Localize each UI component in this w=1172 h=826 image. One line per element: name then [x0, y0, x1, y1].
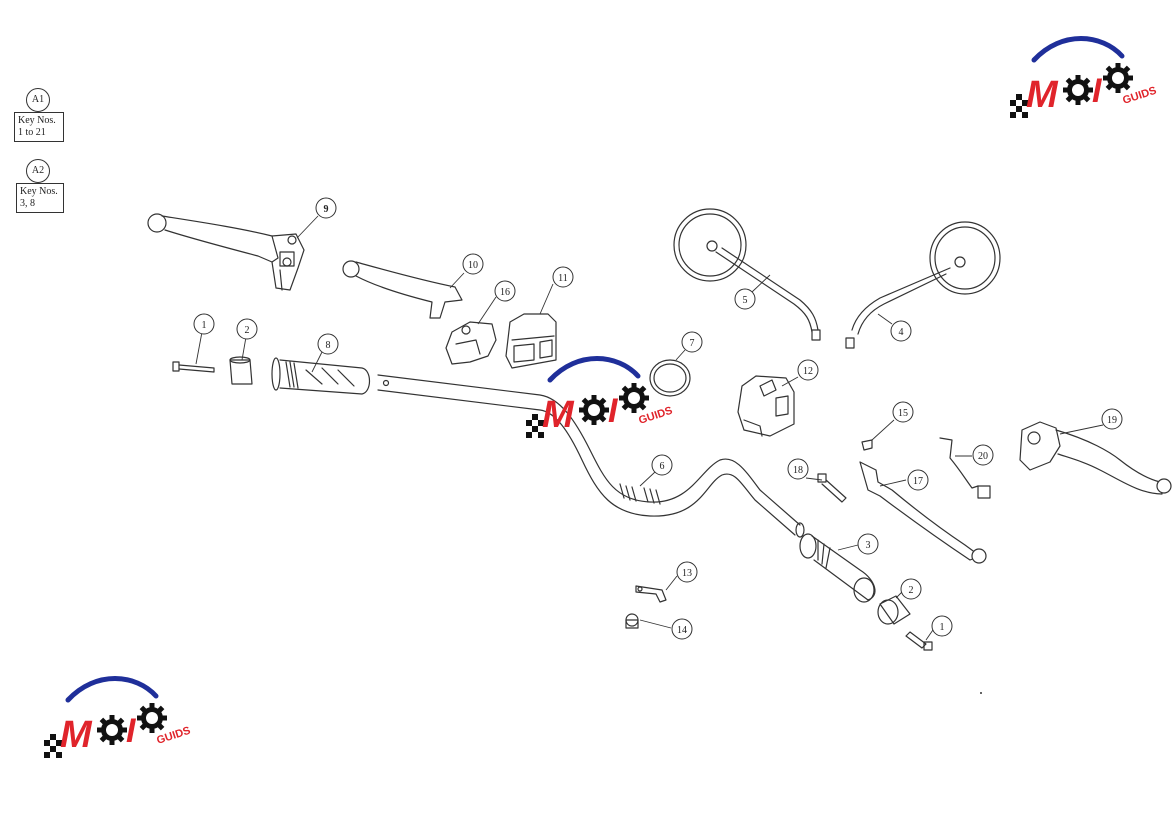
clamp-ring-7 [649, 359, 691, 397]
bracket-13 [635, 585, 667, 603]
svg-text:16: 16 [500, 287, 510, 298]
callout-16: 16 [494, 280, 516, 302]
callout-11: 11 [552, 266, 574, 288]
callout-circles: 1 2 8 9 10 16 11 5 4 7 12 15 19 20 18 17… [193, 197, 1123, 640]
callout-8: 8 [317, 333, 339, 355]
lever-10 [342, 260, 463, 319]
callout-7: 7 [681, 331, 703, 353]
svg-text:5: 5 [743, 295, 748, 306]
switch-housing-16 [445, 321, 497, 365]
bolt-1a [172, 361, 215, 373]
svg-text:15: 15 [898, 408, 908, 419]
screw-14 [625, 613, 639, 629]
watermark-logo-top-right [1010, 39, 1158, 119]
bar-end-2b [877, 595, 911, 625]
bar-end-2a [229, 356, 253, 385]
clutch-lever-9 [147, 213, 305, 291]
lever-17 [859, 461, 987, 564]
callout-3: 3 [857, 533, 879, 555]
svg-text:20: 20 [978, 451, 988, 462]
svg-text:17: 17 [913, 476, 923, 487]
svg-text:1: 1 [202, 320, 207, 331]
switch-housing-12 [737, 375, 795, 437]
svg-text:2: 2 [245, 325, 250, 336]
callout-6: 6 [651, 454, 673, 476]
callout-14: 14 [671, 618, 693, 640]
svg-text:13: 13 [682, 568, 692, 579]
grip-3 [799, 533, 876, 603]
callout-15: 15 [892, 401, 914, 423]
svg-text:4: 4 [899, 327, 904, 338]
legend-a1-line2: 1 to 21 [18, 127, 46, 138]
svg-text:6: 6 [660, 461, 665, 472]
callout-2a: 2 [236, 318, 258, 340]
mirror-5 [673, 208, 821, 341]
callout-17: 17 [907, 469, 929, 491]
legend-a2-line2: 3, 8 [20, 198, 35, 209]
screw-15 [861, 439, 873, 451]
mirror-4 [845, 221, 1001, 349]
stray-dot [980, 692, 982, 694]
switch-wire-20 [939, 437, 991, 499]
legend-a2-box: Key Nos. 3, 8 [16, 183, 64, 213]
grip-8 [271, 357, 371, 395]
legend-a1-circle: A1 [26, 88, 50, 112]
svg-text:18: 18 [793, 465, 803, 476]
watermark-logo-bottom-left [44, 679, 192, 759]
svg-text:2: 2 [909, 585, 914, 596]
svg-text:7: 7 [690, 338, 695, 349]
callout-10: 10 [462, 253, 484, 275]
svg-text:11: 11 [558, 273, 568, 284]
brake-master-19 [1019, 421, 1172, 495]
svg-text:14: 14 [677, 625, 687, 636]
legend-a1-box: Key Nos. 1 to 21 [14, 112, 64, 142]
callout-9: 9 [315, 197, 337, 219]
callout-4: 4 [890, 320, 912, 342]
svg-text:12: 12 [803, 366, 813, 377]
callout-18: 18 [787, 458, 809, 480]
callout-13: 13 [676, 561, 698, 583]
switch-cube-11 [505, 313, 557, 369]
svg-text:19: 19 [1107, 415, 1117, 426]
legend-a2-circle: A2 [26, 159, 50, 183]
svg-text:1: 1 [940, 622, 945, 633]
bolt-1b [905, 631, 933, 651]
callout-12: 12 [797, 359, 819, 381]
legend-a2-line1: Key Nos. [20, 186, 58, 197]
svg-text:10: 10 [468, 260, 478, 271]
legend-a1-line1: Key Nos. [18, 115, 56, 126]
svg-text:3: 3 [866, 540, 871, 551]
bolt-18 [817, 473, 847, 503]
svg-text:9: 9 [324, 204, 329, 215]
callout-2b: 2 [900, 578, 922, 600]
callout-1b: 1 [931, 615, 953, 637]
callout-19: 19 [1101, 408, 1123, 430]
callout-20: 20 [972, 444, 994, 466]
callout-1a: 1 [193, 313, 215, 335]
svg-text:8: 8 [326, 340, 331, 351]
callout-5: 5 [734, 288, 756, 310]
